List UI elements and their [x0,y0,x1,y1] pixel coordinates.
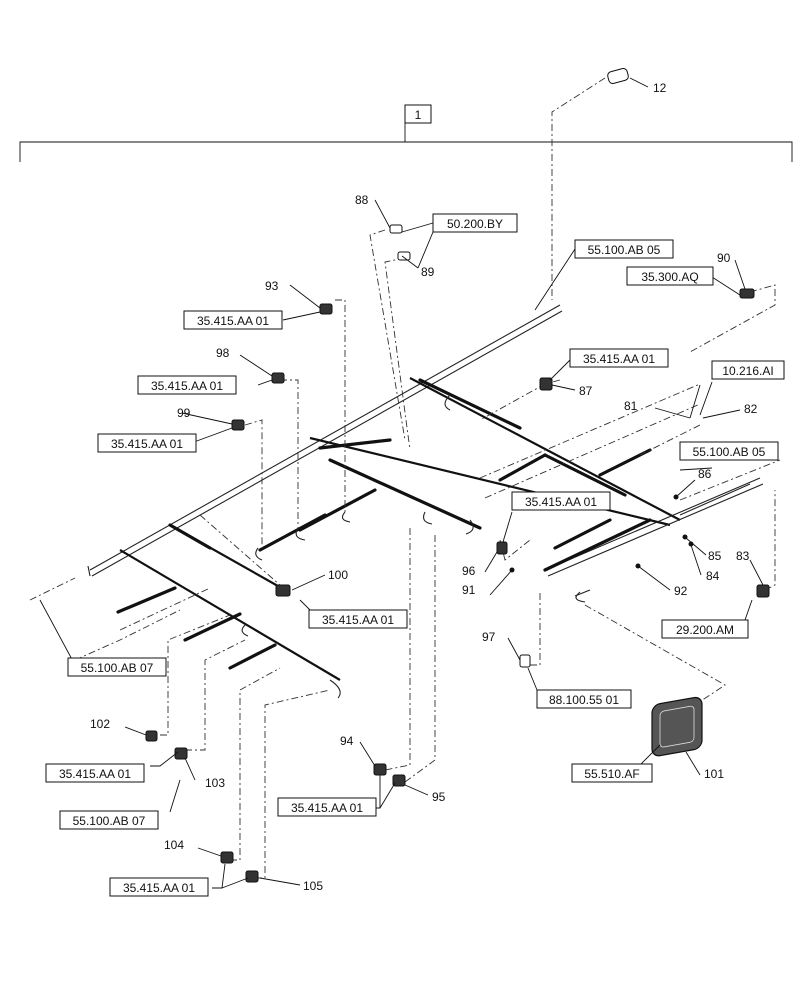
part-86: 86 [698,467,712,481]
connector-99 [231,419,245,431]
part-104: 104 [164,838,184,852]
ref-box-1: 55.100.AB 05 [574,239,674,259]
part-101: 101 [704,767,724,781]
part-83: 83 [736,549,750,563]
ref-box-6: 35.415.AA 01 [97,433,197,453]
connectors [145,68,770,883]
part-82: 82 [744,402,758,416]
part-89: 89 [421,265,435,279]
part-97: 97 [482,630,496,644]
part-100: 100 [328,568,348,582]
ref-box-2: 35.300.AQ [626,266,714,286]
ref-box-15: 35.415.AA 01 [45,763,145,783]
connector-88 [389,224,403,234]
ref-box-17: 35.415.AA 01 [277,797,377,817]
svg-text:35.415.AA 01: 35.415.AA 01 [123,881,195,895]
part-84: 84 [706,569,720,583]
part-87: 87 [579,384,593,398]
assembly-bracket: 1 [19,104,793,162]
part-93: 93 [265,279,279,293]
svg-text:35.415.AA 01: 35.415.AA 01 [59,767,131,781]
svg-text:35.415.AA 01: 35.415.AA 01 [322,613,394,627]
ref-box-16: 55.100.AB 07 [59,810,159,830]
connector-105 [245,870,259,883]
connector-87 [539,377,553,391]
part-91: 91 [462,583,476,597]
module-101 [651,696,703,757]
part-99: 99 [177,406,191,420]
svg-text:55.100.AB 05: 55.100.AB 05 [588,243,661,257]
svg-text:35.415.AA 01: 35.415.AA 01 [111,437,183,451]
part-12: 12 [653,81,667,95]
part-98: 98 [216,346,230,360]
svg-text:55.100.AB 05: 55.100.AB 05 [693,445,766,459]
connector-95 [392,774,406,787]
reference-boxes: 50.200.BY 55.100.AB 05 35.300.AQ 35.415.… [45,213,785,897]
part-95: 95 [432,790,446,804]
connector-90 [739,288,755,299]
connector-97 [519,654,531,668]
ref-box-3: 35.415.AA 01 [183,310,283,330]
ref-box-13: 88.100.55 01 [536,689,632,709]
routing-lines [29,77,781,879]
svg-text:35.415.AA 01: 35.415.AA 01 [525,495,597,509]
ref-box-14: 55.510.AF [571,763,653,783]
ref-box-4: 35.415.AA 01 [137,375,237,395]
part-94: 94 [340,734,354,748]
svg-text:88.100.55 01: 88.100.55 01 [549,693,619,707]
part-90: 90 [717,251,731,265]
svg-text:35.415.AA 01: 35.415.AA 01 [151,379,223,393]
connector-103 [174,747,188,760]
ref-box-11: 29.200.AM [661,619,749,639]
svg-text:55.100.AB 07: 55.100.AB 07 [73,814,146,828]
connector-100 [275,584,291,597]
connector-83 [756,584,770,598]
svg-text:35.415.AA 01: 35.415.AA 01 [583,352,655,366]
ref-box-9: 35.415.AA 01 [511,491,611,511]
connector-102 [145,730,158,742]
svg-text:55.100.AB 07: 55.100.AB 07 [81,661,154,675]
connector-12 [607,68,629,84]
part-92: 92 [674,584,688,598]
ref-box-12: 55.100.AB 07 [67,657,167,677]
ref-box-10: 35.415.AA 01 [308,609,408,629]
ref-box-0: 50.200.BY [432,213,518,233]
part-103: 103 [205,776,225,790]
svg-text:35.415.AA 01: 35.415.AA 01 [197,314,269,328]
ref-box-18: 35.415.AA 01 [109,877,209,897]
svg-text:50.200.BY: 50.200.BY [447,217,503,231]
svg-text:35.415.AA 01: 35.415.AA 01 [291,801,363,815]
part-96: 96 [462,564,476,578]
svg-text:29.200.AM: 29.200.AM [676,623,734,637]
ref-box-8: 55.100.AB 05 [679,441,779,461]
assembly-label: 1 [415,108,422,122]
svg-text:55.510.AF: 55.510.AF [584,767,639,781]
svg-text:10.216.AI: 10.216.AI [722,364,773,378]
part-88: 88 [355,193,369,207]
svg-text:35.300.AQ: 35.300.AQ [641,270,698,284]
part-85: 85 [708,549,722,563]
part-81: 81 [624,399,638,413]
connector-104 [220,851,234,864]
connector-94 [373,763,387,776]
connector-96 [496,541,508,555]
part-numbers: 12 81 82 83 84 85 86 87 88 89 90 91 92 9… [90,81,758,893]
ref-box-7: 10.216.AI [711,360,785,380]
connector-93 [319,303,333,315]
connector-98 [271,372,285,384]
ref-box-5: 35.415.AA 01 [569,348,669,368]
connector-89 [397,251,411,261]
part-102: 102 [90,717,110,731]
part-105: 105 [303,879,323,893]
